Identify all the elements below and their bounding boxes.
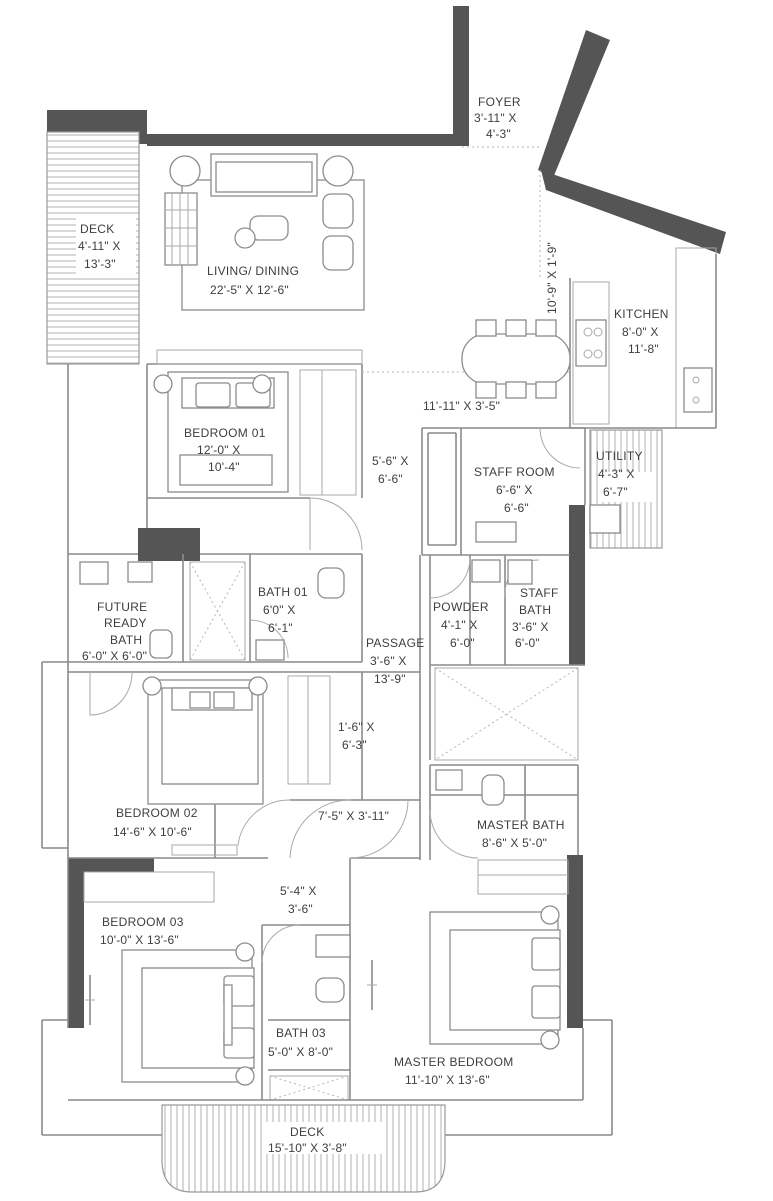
bedroom-03-label: BEDROOM 03 xyxy=(102,915,184,929)
powder-size-1: 4'-1" X xyxy=(441,618,478,632)
powder-size-2: 6'-0" xyxy=(450,636,475,650)
bedroom-02-furniture xyxy=(142,676,268,805)
master-bath-label: MASTER BATH xyxy=(477,818,565,832)
deck-bottom xyxy=(161,1104,446,1193)
foyer-size-1: 3'-11" X xyxy=(474,111,517,125)
deck-bottom-label: DECK xyxy=(290,1125,325,1139)
bedroom-01-size-1: 12'-0" X xyxy=(197,443,241,457)
kitchen-size-2: 11'-8" xyxy=(628,342,659,356)
bedroom-02-label: BEDROOM 02 xyxy=(116,806,198,820)
closet-3-size-2: 3'-6" xyxy=(288,902,313,916)
exterior-walls xyxy=(47,6,726,1028)
bedroom-03-furniture xyxy=(85,942,255,1086)
master-bedroom-size: 11'-10" X 13'-6" xyxy=(405,1073,490,1087)
passage-label: PASSAGE xyxy=(366,636,425,650)
kitchen-vertical-size: 10'-9" X 1'-9" xyxy=(545,242,559,314)
staff-bath-label-2: BATH xyxy=(519,603,551,617)
passage-2-size: 7'-5" X 3'-11" xyxy=(318,809,389,823)
living-dining-size: 22'-5" X 12'-6" xyxy=(210,283,289,297)
living-dining-label: LIVING/ DINING xyxy=(207,264,299,278)
utility-size-2: 6'-7" xyxy=(603,485,628,499)
future-bath-label-3: BATH xyxy=(110,633,142,647)
deck-left-size-1: 4'-11" X xyxy=(78,239,121,253)
bath-03-size: 5'-0" X 8'-0" xyxy=(268,1045,333,1059)
staff-bath-label-1: STAFF xyxy=(520,586,559,600)
interior-walls xyxy=(41,146,717,1136)
closet-1-size-2: 6'-6" xyxy=(378,472,403,486)
staff-bath-size-1: 3'-6" X xyxy=(512,620,549,634)
room-labels: FOYER 3'-11" X 4'-3" DECK 4'-11" X 13'-3… xyxy=(78,95,669,1155)
master-bath-size: 8'-6" X 5'-0" xyxy=(482,836,547,850)
kitchen-size-1: 8'-0" X xyxy=(622,325,659,339)
kitchen-furniture xyxy=(575,319,713,413)
bedroom-01-label: BEDROOM 01 xyxy=(184,426,266,440)
bedroom-02-size: 14'-6" X 10'-6" xyxy=(113,825,192,839)
passage-size-1: 3'-6" X xyxy=(370,654,407,668)
foyer-size-2: 4'-3" xyxy=(486,127,511,141)
bath-03-label: BATH 03 xyxy=(276,1026,326,1040)
closet-2-size-2: 6'-3" xyxy=(342,738,367,752)
future-bath-label-2: READY xyxy=(104,616,147,630)
utility-label: UTILITY xyxy=(596,449,643,463)
deck-bottom-size: 15'-10" X 3'-8" xyxy=(268,1141,347,1155)
master-bedroom-furniture xyxy=(367,905,561,1050)
dining-passage-size: 11'-11" X 3'-5" xyxy=(423,399,500,413)
utility-deck xyxy=(589,429,663,549)
doors xyxy=(89,427,581,963)
closet-1-size-1: 5'-6" X xyxy=(372,454,409,468)
passage-size-2: 13'-9" xyxy=(374,672,406,686)
deck-left-size-2: 13'-3" xyxy=(84,257,116,271)
staff-room-size-2: 6'-6" xyxy=(504,501,529,515)
living-furniture xyxy=(164,153,571,399)
foyer-label: FOYER xyxy=(478,95,521,109)
staff-bath-size-2: 6'-0" xyxy=(515,636,540,650)
future-bath-size: 6'-0" X 6'-0" xyxy=(82,649,147,663)
bedroom-03-size: 10'-0" X 13'-6" xyxy=(100,933,179,947)
future-bath-label-1: FUTURE xyxy=(97,600,147,614)
closet-2-size-1: 1'-6" X xyxy=(338,720,375,734)
bath-01-size-2: 6'-1" xyxy=(268,621,293,635)
kitchen-label: KITCHEN xyxy=(614,307,669,321)
powder-label: POWDER xyxy=(433,600,489,614)
staff-room-size-1: 6'-6" X xyxy=(496,483,533,497)
utility-size-1: 4'-3" X xyxy=(598,467,635,481)
bath-fixtures xyxy=(79,521,533,1003)
closet-3-size-1: 5'-4" X xyxy=(280,884,317,898)
master-bedroom-label: MASTER BEDROOM xyxy=(394,1055,514,1069)
staff-room-label: STAFF ROOM xyxy=(474,465,555,479)
deck-left xyxy=(46,131,140,365)
bath-01-size-1: 6'0" X xyxy=(263,603,295,617)
deck-left-label: DECK xyxy=(80,222,115,236)
bedroom-01-furniture xyxy=(153,371,289,493)
bedroom-01-size-2: 10'-4" xyxy=(208,460,240,474)
bath-01-label: BATH 01 xyxy=(258,585,308,599)
